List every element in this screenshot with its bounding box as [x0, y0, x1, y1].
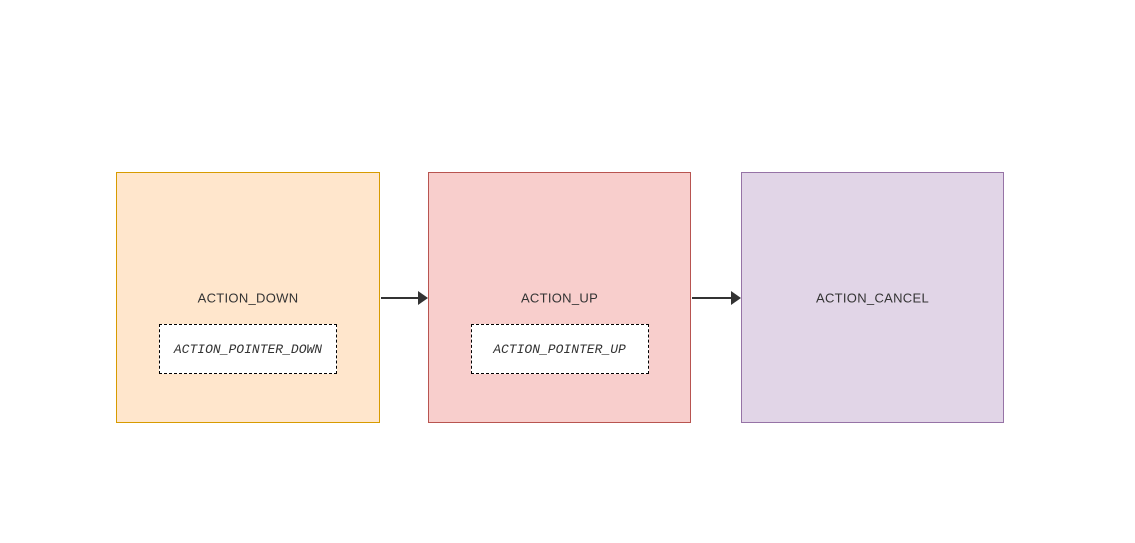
node-action-pointer-up: ACTION_POINTER_UP	[470, 324, 649, 374]
node-label: ACTION_UP	[520, 290, 599, 305]
node-action-cancel: ACTION_CANCEL	[741, 172, 1004, 423]
node-action-pointer-down: ACTION_POINTER_DOWN	[159, 324, 337, 374]
inner-node-label: ACTION_POINTER_UP	[493, 341, 626, 357]
arrow-up-to-cancel	[692, 290, 741, 306]
node-action-up: ACTION_UP ACTION_POINTER_UP	[428, 172, 691, 423]
arrow-head-icon	[731, 291, 741, 305]
arrow-line	[381, 297, 421, 299]
node-label: ACTION_DOWN	[197, 290, 299, 305]
arrow-line	[692, 297, 734, 299]
node-label: ACTION_CANCEL	[816, 290, 929, 305]
node-action-down: ACTION_DOWN ACTION_POINTER_DOWN	[116, 172, 380, 423]
arrow-down-to-up	[381, 290, 428, 306]
arrow-head-icon	[418, 291, 428, 305]
inner-node-label: ACTION_POINTER_DOWN	[173, 341, 323, 357]
